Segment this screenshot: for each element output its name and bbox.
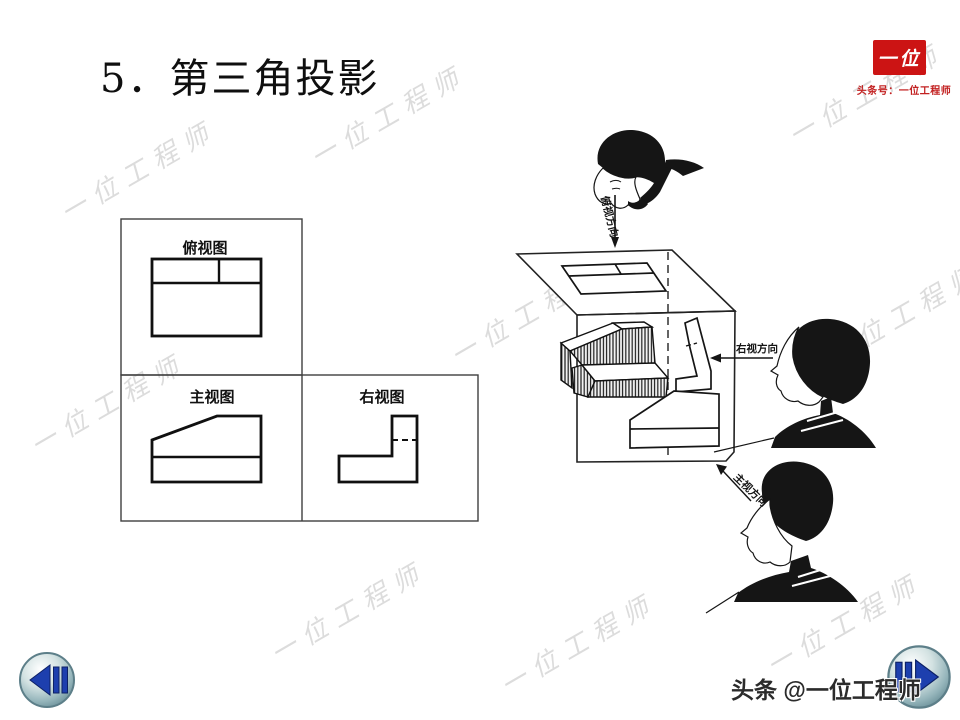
- right-view-drawing: [337, 414, 419, 484]
- brand-caption: 头条号：一位工程师: [856, 86, 952, 97]
- orthographic-views-diagram: 俯视图 主视图 右视图: [120, 218, 479, 522]
- box-top-face: [515, 249, 737, 316]
- right-direction-label: 右视方向: [735, 342, 778, 355]
- observer-right: [713, 318, 876, 453]
- bottom-row-cell: [120, 374, 479, 522]
- projected-top-view: [560, 262, 668, 295]
- next-icon: [895, 658, 940, 696]
- front-view-drawing: [150, 414, 263, 484]
- third-angle-illustration: 俯视方向 右视方向 主视方向: [515, 129, 876, 614]
- page-title: 5．第三角投影: [100, 56, 380, 102]
- front-view-label: 主视图: [189, 388, 234, 406]
- right-view-label: 右视图: [359, 388, 404, 406]
- right-direction-arrow: [710, 353, 773, 363]
- brand-logo: 一位 头条号：一位工程师: [852, 40, 956, 97]
- prev-icon: [29, 664, 68, 696]
- top-view-label: 俯视图: [182, 239, 227, 257]
- watermark-text: 一位工程师: [265, 555, 432, 669]
- object-block: [559, 321, 670, 398]
- projected-right-view: [675, 316, 712, 393]
- byline: 头条 @一位工程师: [731, 677, 921, 703]
- top-view-drawing: [150, 257, 263, 338]
- top-direction-arrow: [611, 195, 619, 248]
- front-direction-arrow: [716, 464, 752, 502]
- brand-logo-box: 一位: [873, 40, 926, 75]
- brand-logo-text: 一位: [877, 49, 922, 70]
- observer-front: [705, 461, 858, 614]
- observer-top: [593, 129, 704, 210]
- next-button[interactable]: [885, 643, 953, 711]
- box-front-face: [576, 310, 736, 463]
- prev-button[interactable]: [17, 650, 77, 710]
- projected-front-view: [629, 390, 720, 449]
